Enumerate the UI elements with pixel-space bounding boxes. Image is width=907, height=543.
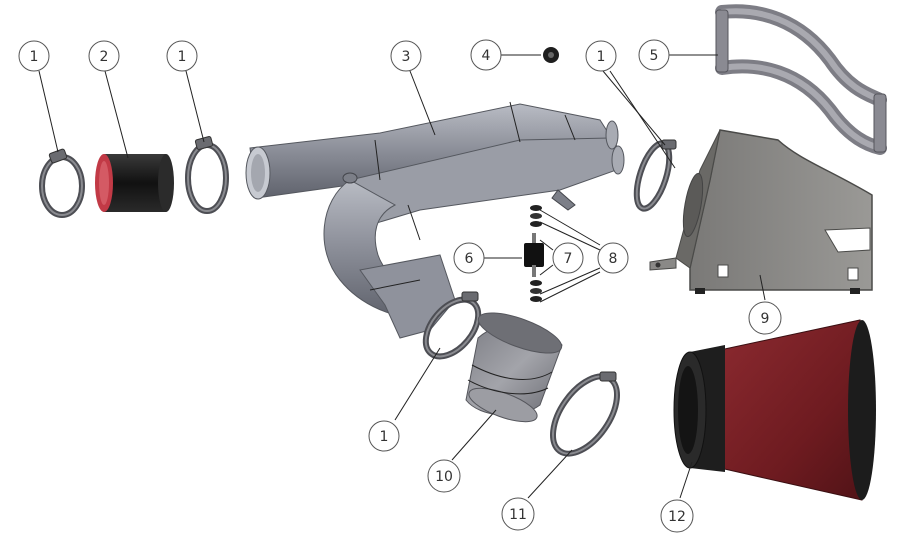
heat-shield xyxy=(649,129,873,294)
callout-6: 6 xyxy=(453,242,485,274)
callout-1c: 1 xyxy=(585,40,617,72)
callout-12: 12 xyxy=(660,499,694,533)
hose-clamp-1b xyxy=(185,136,229,214)
svg-text:1: 1 xyxy=(178,49,187,65)
svg-text:1: 1 xyxy=(30,49,39,65)
svg-text:7: 7 xyxy=(564,251,573,267)
callout-11: 11 xyxy=(501,497,535,531)
hose-clamp-1d xyxy=(422,291,482,360)
large-hose-clamp xyxy=(550,371,620,457)
cone-air-filter xyxy=(673,319,876,501)
callout-3: 3 xyxy=(390,40,422,72)
callout-9: 9 xyxy=(748,301,782,335)
rubber-isolator xyxy=(524,233,544,277)
callout-1d: 1 xyxy=(368,420,400,452)
hose-clamp-1c xyxy=(633,139,677,212)
reducer-boot xyxy=(465,312,563,423)
svg-text:5: 5 xyxy=(650,48,659,64)
svg-text:4: 4 xyxy=(482,48,491,64)
support-bracket xyxy=(715,4,887,155)
svg-text:8: 8 xyxy=(609,251,618,267)
callout-1b: 1 xyxy=(166,40,198,72)
callout-1a: 1 xyxy=(18,40,50,72)
svg-text:10: 10 xyxy=(435,469,453,485)
callout-10: 10 xyxy=(427,459,461,493)
callout-2: 2 xyxy=(88,40,120,72)
hose-clamp-1a xyxy=(39,148,85,218)
svg-text:1: 1 xyxy=(380,429,389,445)
intake-pipe xyxy=(245,101,625,339)
leader-lines xyxy=(38,54,766,499)
svg-text:6: 6 xyxy=(465,251,474,267)
silicone-coupler xyxy=(95,154,174,212)
callout-4: 4 xyxy=(470,39,502,71)
svg-text:12: 12 xyxy=(668,509,686,525)
grommet xyxy=(543,47,559,63)
washers-and-nuts xyxy=(530,205,542,302)
svg-text:1: 1 xyxy=(597,49,606,65)
svg-text:9: 9 xyxy=(761,311,770,327)
callout-7: 7 xyxy=(552,242,584,274)
svg-text:2: 2 xyxy=(100,49,109,65)
svg-text:11: 11 xyxy=(509,507,527,523)
callout-8: 8 xyxy=(597,242,629,274)
svg-text:3: 3 xyxy=(402,49,411,65)
callout-5: 5 xyxy=(638,39,670,71)
